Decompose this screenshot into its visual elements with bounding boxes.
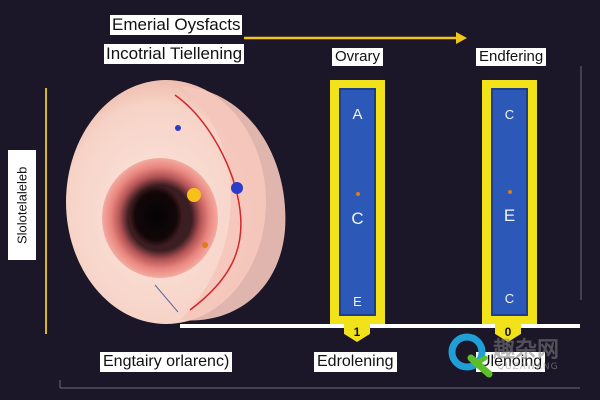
footer-left-label: Engtairy orlarenc) — [100, 352, 233, 372]
column-1-letter-3: E — [353, 294, 362, 309]
column-bar-1: A C E — [330, 80, 385, 324]
watermark-logo-icon — [448, 333, 493, 378]
column-1-letter-2: C — [351, 209, 364, 228]
side-label: Slolotelaleleb — [8, 150, 36, 260]
column-2-bottom-label: Ulenoing — [476, 352, 546, 372]
column-1-dot — [355, 192, 360, 196]
header-subtitle: Incotrial Tiellening — [104, 44, 245, 64]
column-1-bottom-label: Edrolening — [314, 352, 397, 372]
tissue-illustration — [66, 80, 286, 324]
column-2-letter-1: C — [504, 107, 515, 122]
column-2-dot — [507, 190, 512, 194]
column-2-letter-3: C — [504, 291, 515, 306]
watermark: 趣杂网 QUZAWANG — [445, 328, 595, 380]
header-title: Emerial Oysfacts — [110, 15, 243, 35]
column-1-badge: 1 — [344, 324, 370, 342]
column-bar-2-fill: C E C — [491, 88, 528, 316]
column-2-letter-2: E — [503, 206, 516, 225]
column-2-badge: 0 — [495, 324, 521, 342]
column-bar-1-fill: A C E — [339, 88, 376, 316]
column-1-letter-1: A — [352, 106, 363, 123]
watermark-text-cn: 趣杂网 — [493, 338, 560, 363]
column-bar-2: C E C — [482, 80, 537, 324]
watermark-text-en: QUZAWANG — [497, 362, 559, 372]
column-label-1: Ovrary — [332, 48, 383, 66]
column-label-2: Endfering — [476, 48, 547, 66]
